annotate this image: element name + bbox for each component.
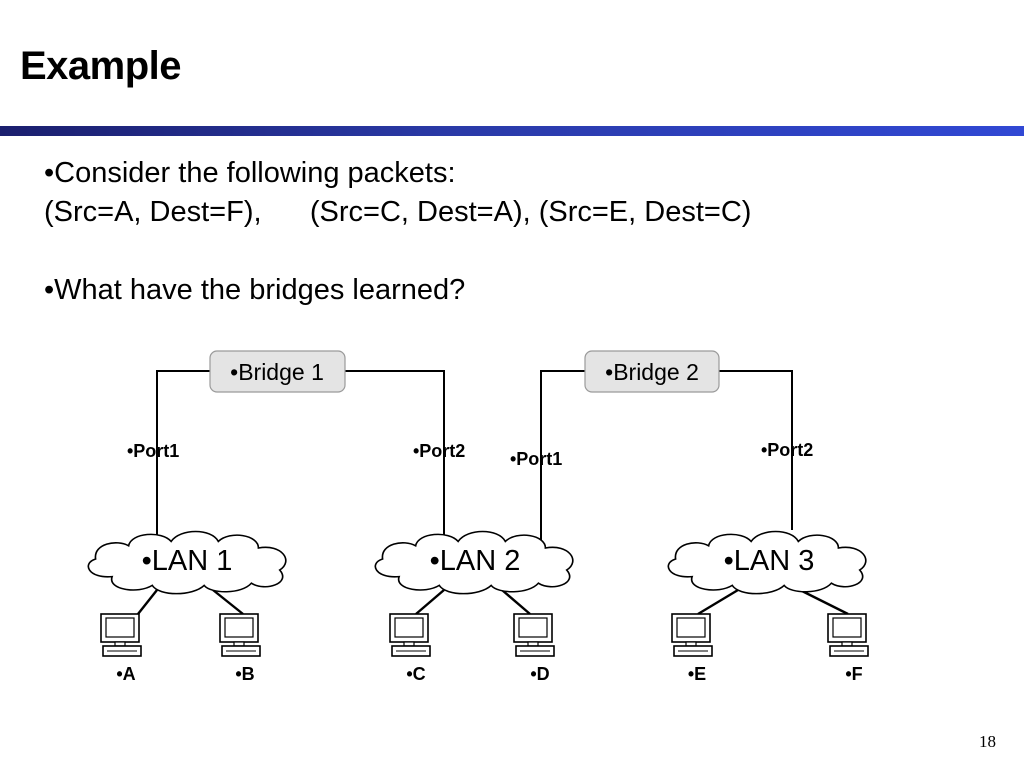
bridge-1-port1-label: •Port1 — [127, 441, 179, 461]
host-c: •C — [389, 613, 431, 684]
packet-list: (Src=A, Dest=F), (Src=C, Dest=A), (Src=E… — [44, 196, 752, 228]
lan-2: •LAN 2 — [374, 530, 574, 595]
bridge-1-port2-label: •Port2 — [413, 441, 465, 461]
slide-title: Example — [20, 44, 182, 88]
computer-icon — [389, 613, 431, 657]
page-number: 18 — [979, 732, 996, 751]
host-e-label: •E — [688, 664, 706, 684]
bullet-consider-packets: •Consider the following packets: — [44, 157, 456, 189]
host-e: •E — [671, 613, 713, 684]
host-c-label: •C — [406, 664, 425, 684]
lan-2-label: •LAN 2 — [430, 545, 521, 577]
host-a-label: •A — [116, 664, 135, 684]
host-d-label: •D — [530, 664, 549, 684]
computer-icon — [671, 613, 713, 657]
bullet-list: •Consider the following packets: (Src=A,… — [44, 154, 751, 310]
lan-3: •LAN 3 — [667, 530, 867, 595]
host-f: •F — [827, 613, 869, 684]
computer-icon — [513, 613, 555, 657]
bullet-question: •What have the bridges learned? — [44, 274, 466, 306]
title-underline-bar — [0, 126, 1024, 136]
host-b: •B — [219, 613, 261, 684]
bridge-1: •Bridge 1 — [209, 350, 346, 393]
host-a: •A — [100, 613, 142, 684]
bridge-2-label: •Bridge 2 — [605, 359, 699, 385]
lan-1: •LAN 1 — [87, 530, 287, 595]
host-d: •D — [513, 613, 555, 684]
host-wires — [137, 588, 849, 616]
host-f-label: •F — [845, 664, 862, 684]
bridge-wires — [156, 370, 793, 545]
bridge-2-port2-label: •Port2 — [761, 440, 813, 460]
bridge-2: •Bridge 2 — [584, 350, 720, 393]
bridge-1-label: •Bridge 1 — [230, 359, 324, 385]
bridge-2-port1-label: •Port1 — [510, 449, 562, 469]
computer-icon — [827, 613, 869, 657]
computer-icon — [219, 613, 261, 657]
lan-1-label: •LAN 1 — [142, 545, 233, 577]
computer-icon — [100, 613, 142, 657]
lan-3-label: •LAN 3 — [724, 545, 815, 577]
host-b-label: •B — [235, 664, 254, 684]
